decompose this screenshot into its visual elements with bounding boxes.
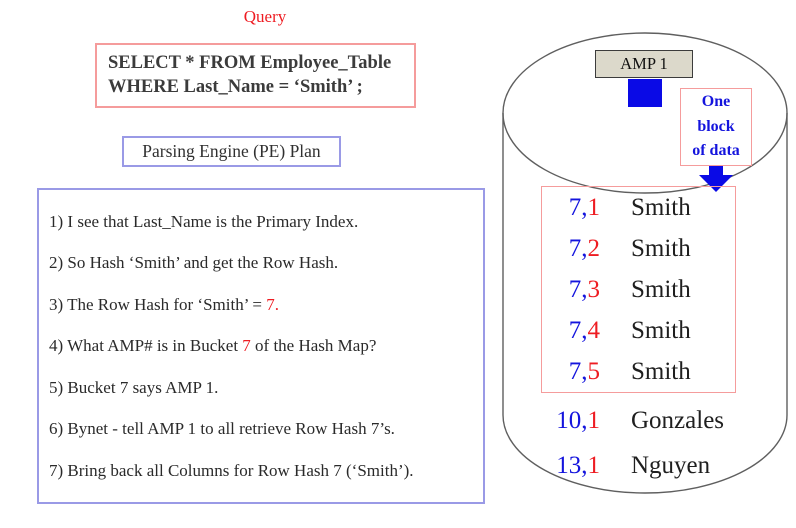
row-uniq-value: 2 (587, 234, 601, 262)
row-uniq-value: 1 (587, 193, 601, 221)
plan-step-2: 2) So Hash ‘Smith’ and get the Row Hash. (49, 253, 339, 272)
row-uniq-value: 5 (587, 357, 601, 385)
query-sql-box: SELECT * FROM Employee_Table WHERE Last_… (95, 43, 416, 108)
row-name: Smith (631, 234, 691, 262)
sql-line-2: WHERE Last_Name = ‘Smith’ ; (108, 77, 363, 98)
row-hash-value: 7, (568, 193, 588, 221)
table-row: 13,1 Nguyen (543, 445, 793, 486)
row-hash-block-outline (541, 186, 736, 393)
row-hash-value: 13, (556, 451, 588, 479)
sql-line-1: SELECT * FROM Employee_Table (108, 53, 392, 73)
plan-step-1: 1) I see that Last_Name is the Primary I… (49, 211, 359, 231)
query-title: Query (243, 7, 287, 26)
table-row: 10,1 Gonzales (543, 400, 793, 441)
note-line-3: of data (692, 142, 740, 160)
plan-step-6: 6) Bynet - tell AMP 1 to all retrieve Ro… (49, 419, 395, 438)
table-row: 7,5 Smith (543, 351, 793, 392)
parsing-engine-plan-steps: 1) I see that Last_Name is the Primary I… (37, 188, 485, 504)
row-hash-value: 7, (568, 316, 588, 344)
row-hash-value: 7, (568, 357, 588, 385)
table-row: 7,3 Smith (543, 269, 793, 310)
plan-step-4: 4) What AMP# is in Bucket 7 of the Hash … (49, 336, 377, 355)
plan-step-3: 3) The Row Hash for ‘Smith’ = 7. (49, 294, 279, 314)
row-name: Gonzales (631, 406, 725, 434)
note-line-2: block (697, 117, 735, 135)
row-name: Smith (631, 275, 691, 303)
note-line-1: One (701, 92, 731, 110)
table-row: 7,2 Smith (543, 228, 793, 269)
row-uniq-value: 4 (587, 316, 601, 344)
row-hash-value: 7, (568, 275, 588, 303)
row-name: Smith (631, 357, 691, 385)
amp-label: AMP 1 (595, 50, 693, 78)
table-row: 7,4 Smith (543, 310, 793, 351)
row-hash-value: 10, (556, 406, 588, 434)
parsing-engine-plan-title: Parsing Engine (PE) Plan (122, 136, 341, 167)
one-block-of-data-note: One block of data (680, 88, 752, 166)
row-name: Nguyen (631, 451, 711, 479)
row-uniq-value: 3 (587, 275, 601, 303)
plan-step-7: 7) Bring back all Columns for Row Hash 7… (49, 460, 414, 480)
table-row: 7,1 Smith (543, 187, 793, 228)
row-uniq-value: 1 (587, 406, 601, 434)
amp-connector-square (628, 79, 662, 107)
row-hash-value: 7, (568, 234, 588, 262)
row-name: Smith (631, 193, 691, 221)
row-uniq-value: 1 (587, 451, 601, 479)
row-name: Smith (631, 316, 691, 344)
plan-step-5: 5) Bucket 7 says AMP 1. (49, 377, 219, 397)
